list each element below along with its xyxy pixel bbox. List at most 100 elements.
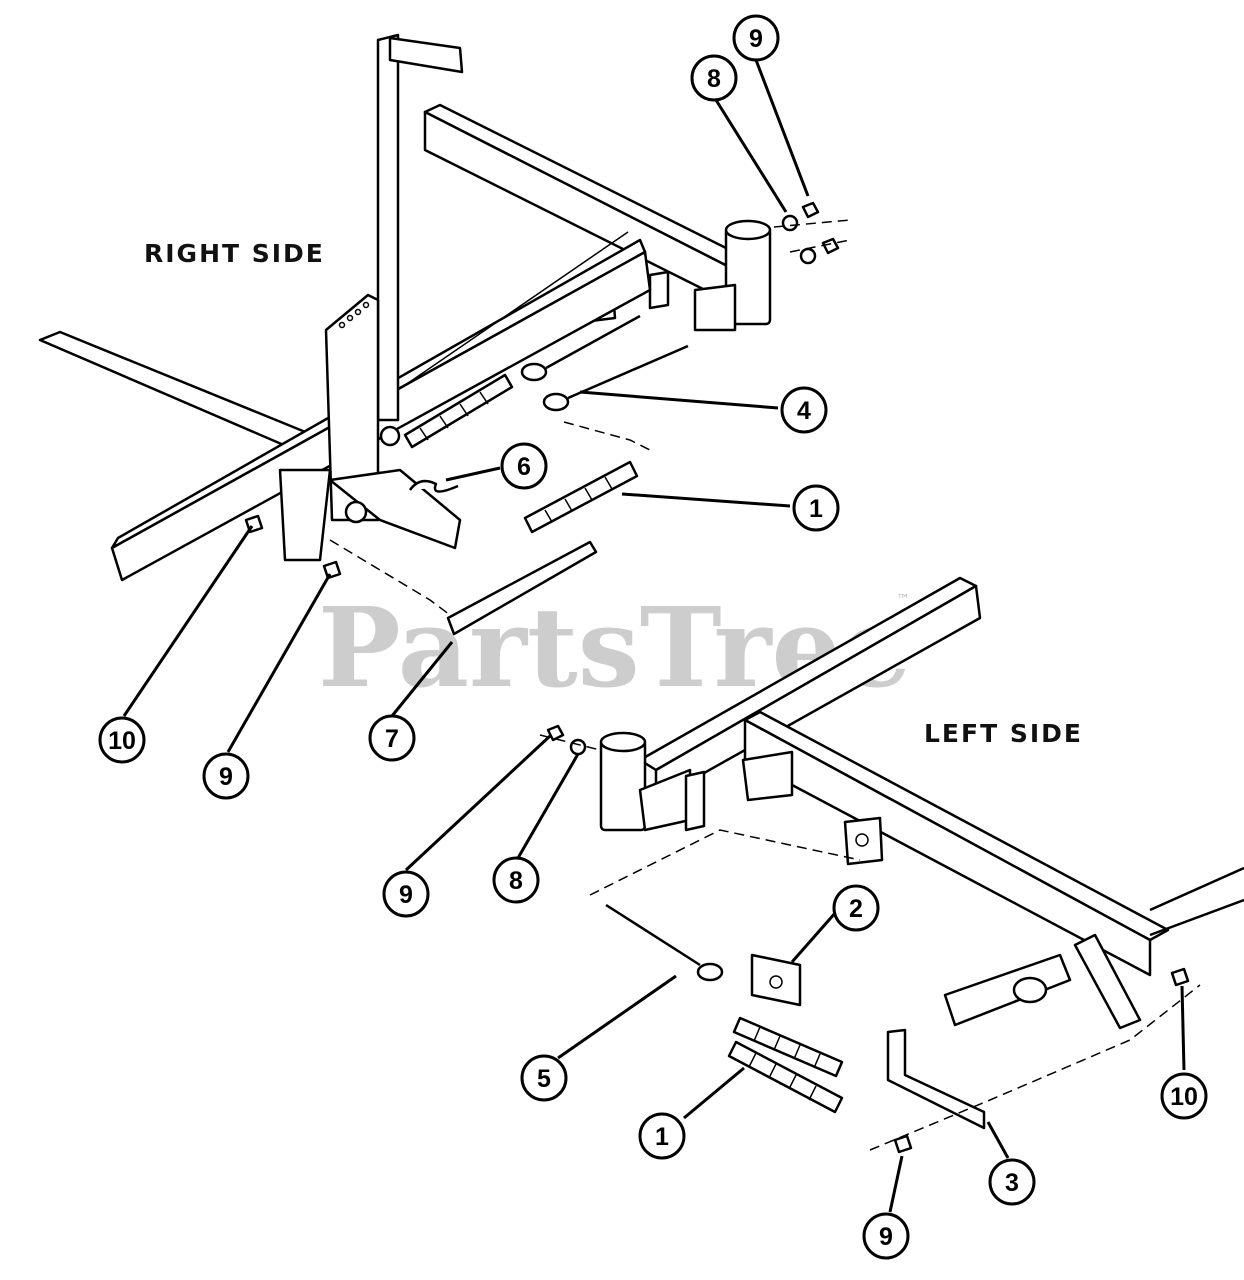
callout-left-9-top: 9: [382, 870, 430, 918]
left-washer: [569, 738, 587, 756]
leader-left-3: [986, 1121, 1010, 1159]
leader-right-8-top: [714, 99, 788, 213]
leader-right-9-top: [754, 59, 810, 197]
callout-right-9-top: 9: [732, 14, 780, 62]
lift-arm: [328, 468, 462, 550]
callout-number: 9: [749, 25, 763, 53]
leader-right-1: [621, 492, 791, 508]
dash-line: [563, 421, 651, 451]
handle-brace: [397, 231, 629, 391]
left-gusset: [741, 750, 794, 802]
left-pivot-bracket: [1073, 933, 1142, 1030]
callout-left-5: 5: [520, 1054, 568, 1102]
leader-left-5: [557, 974, 677, 1060]
right-nut-lower: [821, 237, 840, 255]
right-washer-lower: [799, 247, 817, 265]
left-side-label: LEFT SIDE: [924, 719, 1083, 748]
left-mount-plate: [843, 816, 884, 866]
dash-line: [789, 239, 851, 253]
pivot-pin: [344, 500, 368, 524]
right-frame-tab: [648, 270, 670, 310]
callout-number: 8: [509, 867, 523, 895]
callout-number: 2: [849, 895, 863, 923]
support-strap: [446, 540, 598, 636]
right-washer-top: [781, 214, 799, 232]
left-spring-lower: [727, 1040, 844, 1114]
callout-number: 1: [655, 1123, 669, 1151]
left-spring-upper: [732, 1016, 844, 1078]
leader-left-9-bottom: [888, 1155, 904, 1213]
left-pivot-pin: [1012, 976, 1048, 1004]
leader-left-9-top: [404, 734, 552, 872]
callout-right-4: 4: [780, 386, 828, 434]
pivot-bracket: [278, 468, 332, 562]
mount-hole: [855, 833, 869, 847]
callout-number: 6: [517, 453, 531, 481]
right-side-assembly: [38, 33, 851, 636]
callout-number: 3: [1005, 1169, 1019, 1197]
right-tube-top: [724, 219, 772, 241]
dash-line: [539, 734, 601, 751]
watermark-trademark: ™: [896, 592, 910, 608]
right-nut-top: [801, 201, 820, 219]
left-side-assembly: [539, 576, 1244, 1154]
callout-right-7: 7: [368, 714, 416, 762]
dash-line: [329, 539, 451, 616]
right-tube-bracket: [693, 283, 737, 332]
left-axle-bottom: [1149, 898, 1244, 937]
leader-lines: [122, 59, 1186, 1213]
left-eyebolt: [605, 903, 724, 982]
callout-number: 10: [1170, 1083, 1198, 1111]
left-nut-bottom: [893, 1134, 913, 1154]
handle-grip: [388, 36, 464, 74]
callout-left-2: 2: [832, 884, 880, 932]
leader-left-10: [1180, 985, 1186, 1071]
lift-handle: [376, 33, 400, 422]
right-eyebolt-upper: [520, 314, 641, 382]
quadrant-plate: [324, 293, 380, 522]
leader-left-2: [790, 911, 838, 963]
right-frame-bar-top: [423, 103, 762, 277]
dash-line: [589, 829, 861, 896]
callout-left-8: 8: [492, 856, 540, 904]
callout-right-8-top: 8: [690, 54, 738, 102]
leader-right-9-bottom: [226, 573, 332, 753]
callout-left-9-bottom: 9: [862, 1212, 910, 1260]
right-eyebolt-lower: [542, 344, 689, 412]
left-tube: [599, 738, 647, 832]
callout-number: 1: [809, 495, 823, 523]
right-front-bar: [38, 330, 327, 454]
right-side-label: RIGHT SIDE: [144, 239, 325, 268]
left-nut-top: [546, 724, 565, 742]
callout-number: 4: [797, 397, 811, 425]
leader-right-7: [390, 641, 454, 717]
callout-number: 7: [385, 725, 399, 753]
plate-hole: [354, 308, 362, 316]
left-bolt: [1170, 967, 1190, 987]
left-axle-top: [1149, 866, 1244, 912]
callout-number: 5: [537, 1065, 551, 1093]
callout-right-1: 1: [792, 484, 840, 532]
left-long-bar-side: [743, 718, 1152, 977]
callout-left-1: 1: [638, 1112, 686, 1160]
left-lift-arm: [943, 953, 1072, 1027]
leader-left-1: [683, 1066, 745, 1120]
plate-hole: [362, 301, 370, 309]
dash-line: [869, 984, 1201, 1151]
callout-number: 8: [707, 65, 721, 93]
plate-hole: [346, 314, 354, 322]
callout-right-6: 6: [500, 442, 548, 490]
left-frame-tab: [684, 770, 706, 832]
strap-bracket: [886, 1028, 986, 1130]
plate-hole: [338, 321, 346, 329]
leader-left-8: [516, 753, 580, 859]
callout-number: 10: [108, 727, 136, 755]
callout-number: 9: [219, 763, 233, 791]
spring-plate: [750, 953, 802, 1007]
leader-right-6: [445, 466, 501, 482]
leader-right-10: [122, 525, 254, 717]
callout-right-10: 10: [98, 716, 146, 764]
callout-number: 9: [399, 881, 413, 909]
right-spring-upper: [403, 373, 514, 449]
